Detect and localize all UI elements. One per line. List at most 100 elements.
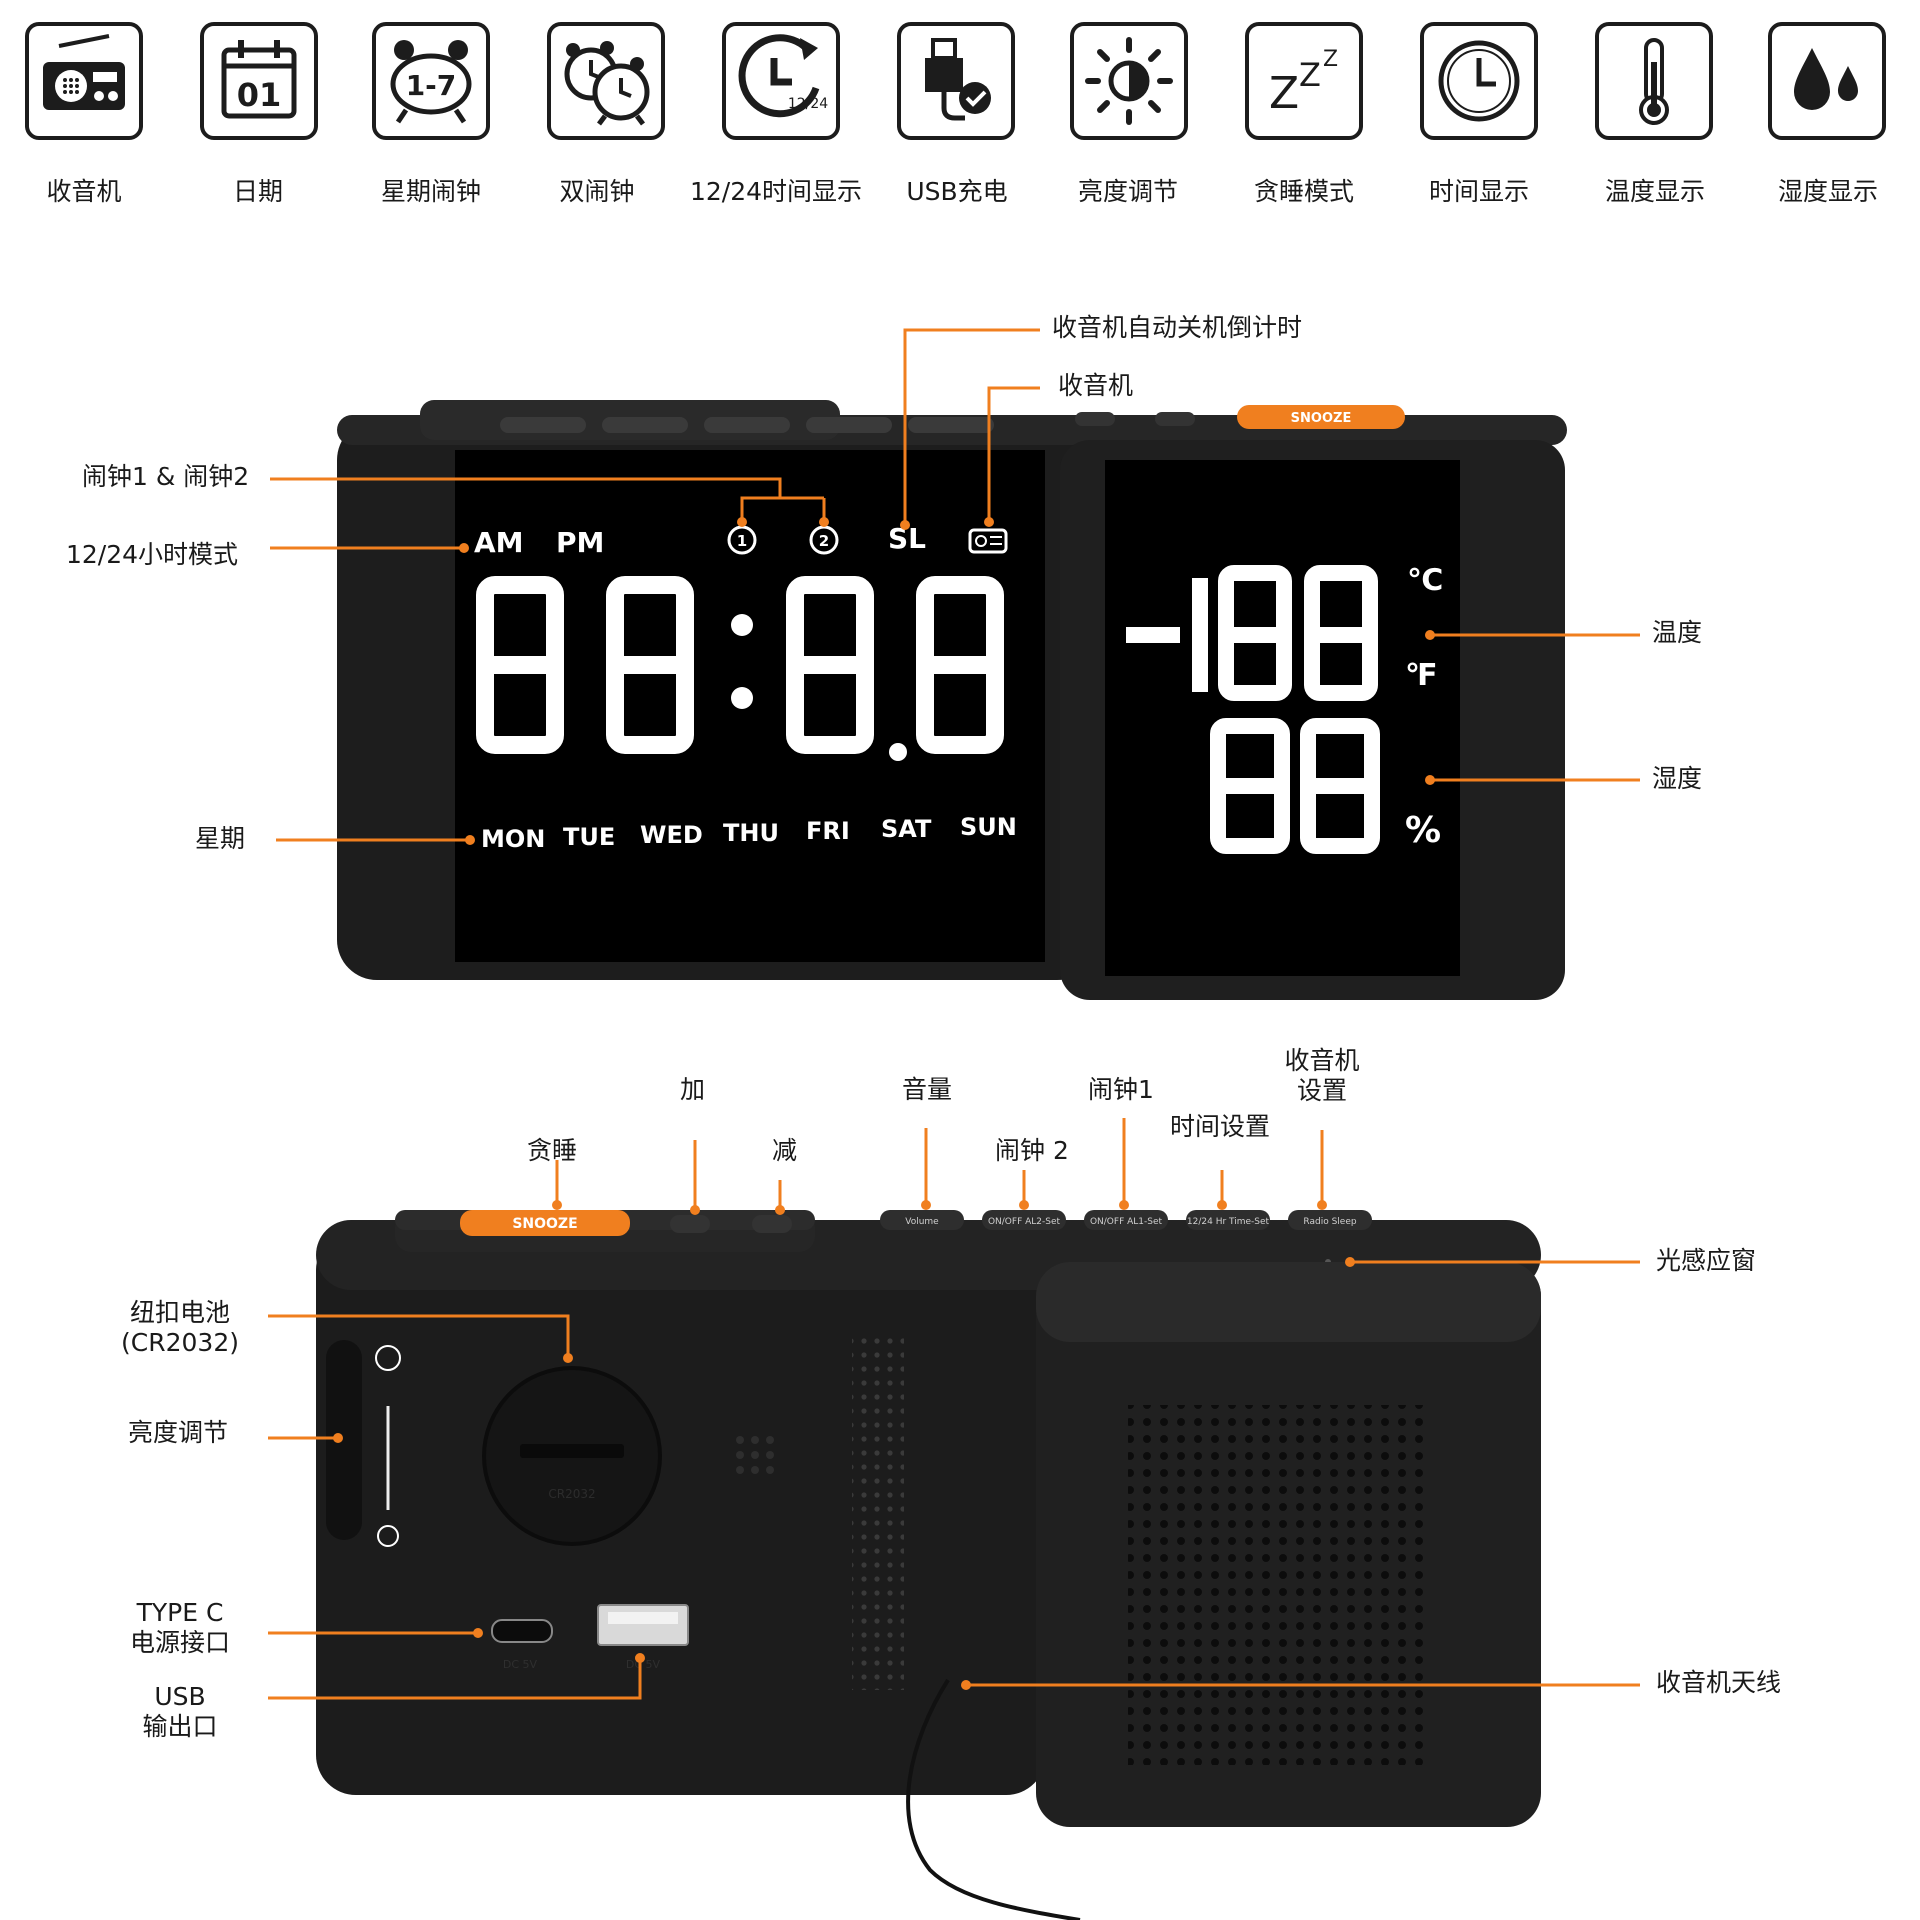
day-mon: MON [481,825,545,853]
antenna-wire [906,1678,1081,1920]
clock-screen [455,450,1045,962]
fahrenheit-unit: ℉ [1405,658,1438,693]
callout-time-set: 时间设置 [1170,1112,1271,1141]
weekday-alarm-icon-text: 1-7 [406,69,457,102]
svg-text:Z: Z [1299,56,1321,94]
speaker-grille-left [736,1436,774,1474]
radio-icon [25,22,143,140]
callout-alarm1: 闹钟1 [1088,1075,1154,1104]
day-thu: THU [723,819,779,847]
type-c-port[interactable] [491,1619,553,1643]
callout-alarms: 闹钟1 & 闹钟2 [82,462,250,491]
clock-icon [1420,22,1538,140]
feature-label: 12/24时间显示 [689,177,863,206]
am-indicator: AM [474,526,524,559]
svg-text:Volume: Volume [905,1217,939,1227]
snooze-icon: Z Z Z [1245,22,1363,140]
svg-text:ON/OFF AL1-Set: ON/OFF AL1-Set [1090,1217,1163,1227]
back-snooze-label: SNOOZE [512,1216,577,1232]
brightness-low-icon [377,1525,399,1547]
weekday-row: MON TUE WED THU FRI SAT SUN [481,813,1017,853]
callout-volume: 音量 [902,1075,953,1104]
calendar-icon: 01 [200,22,318,140]
callout-antenna: 收音机天线 [1656,1668,1782,1697]
usb-charge-icon [897,22,1015,140]
radio-indicator-icon [968,528,1008,554]
callout-hour-mode: 12/24小时模式 [66,540,239,569]
callout-humidity: 湿度 [1652,764,1703,793]
back-view: SNOOZE Volume ON/OFF AL2-Set ON/OFF AL1-… [268,1118,1640,1920]
callout-alarm2: 闹钟 2 [995,1136,1069,1165]
humidity-icon [1768,22,1886,140]
minus-button[interactable] [752,1215,792,1233]
callout-radio-set: 收音机设置 [1284,1046,1360,1105]
clock-12-24-icon: 12/24 [722,22,840,140]
front-snooze-label: SNOOZE [1291,411,1352,426]
weekday-alarm-icon: 1-7 [372,22,490,140]
callout-radio: 收音机 [1058,371,1134,400]
feature-label: 时间显示 [1428,177,1529,206]
svg-text:12/24 Hr Time-Set: 12/24 Hr Time-Set [1187,1217,1270,1227]
alarm2-button[interactable] [982,1210,1066,1230]
callout-plus: 加 [680,1075,706,1104]
svg-text:Z: Z [1323,47,1338,72]
brightness-icon [1070,22,1188,140]
feature-label: 日期 [232,177,283,206]
feature-label: 亮度调节 [1077,177,1178,206]
day-sun: SUN [960,813,1017,841]
day-fri: FRI [806,817,850,845]
front-top-buttons [500,412,1195,433]
callout-battery: 纽扣电池(CR2032) [121,1298,239,1357]
front-snooze-button[interactable] [1237,405,1405,429]
celsius-unit: ℃ [1407,563,1443,598]
callout-minus: 减 [772,1136,798,1165]
feature-label: 贪睡模式 [1253,177,1354,206]
time-set-button[interactable] [1186,1210,1270,1230]
feature-label: USB充电 [906,177,1008,206]
clock-12-24-icon-text: 12/24 [788,96,828,112]
feature-label: 温度显示 [1604,177,1705,206]
callout-sleep-timer: 收音机自动关机倒计时 [1052,313,1303,342]
front-view: SNOOZE AM PM 1 2 SL MON TUE WED THU FRI [270,328,1640,1000]
thermometer-icon [1595,22,1713,140]
percent-unit: % [1405,810,1441,851]
battery-text: CR2032 [548,1487,595,1501]
back-function-buttons: Volume ON/OFF AL2-Set ON/OFF AL1-Set 12/… [880,1210,1372,1230]
svg-text:Radio Sleep: Radio Sleep [1303,1217,1356,1227]
svg-text:DC 5V: DC 5V [503,1658,538,1671]
plus-button[interactable] [670,1215,710,1233]
dual-alarm-icon [547,22,665,140]
brightness-high-icon [375,1345,401,1371]
feature-label: 星期闹钟 [380,177,481,206]
svg-text:DC 5V: DC 5V [626,1658,661,1671]
radio-set-button[interactable] [1288,1210,1372,1230]
volume-button[interactable] [880,1210,964,1230]
callout-temperature: 温度 [1652,618,1703,647]
day-tue: TUE [563,823,615,851]
feature-label: 收音机 [46,177,122,206]
svg-text:1: 1 [737,532,747,550]
day-wed: WED [640,821,703,849]
day-sat: SAT [881,815,932,843]
svg-text:Z: Z [1269,68,1299,119]
back-snooze-button[interactable] [460,1210,630,1236]
svg-text:2: 2 [819,532,829,550]
feature-label: 双闹钟 [559,177,635,206]
callout-brightness: 亮度调节 [128,1418,229,1447]
feature-label: 湿度显示 [1777,177,1878,206]
callout-light-sensor: 光感应窗 [1656,1246,1757,1275]
time-digits [476,576,1004,754]
usb-port[interactable] [597,1604,689,1646]
speaker-grille-right [1128,1405,1428,1765]
sensor-screen [1105,460,1460,976]
alarm1-button[interactable] [1084,1210,1168,1230]
brightness-wheel[interactable] [326,1340,362,1540]
svg-text:ON/OFF AL2-Set: ON/OFF AL2-Set [988,1217,1061,1227]
calendar-icon-text: 01 [237,76,282,114]
callout-snooze: 贪睡 [527,1136,578,1165]
vent-column [852,1330,904,1690]
pm-indicator: PM [556,526,604,559]
callout-weekday: 星期 [195,824,246,853]
